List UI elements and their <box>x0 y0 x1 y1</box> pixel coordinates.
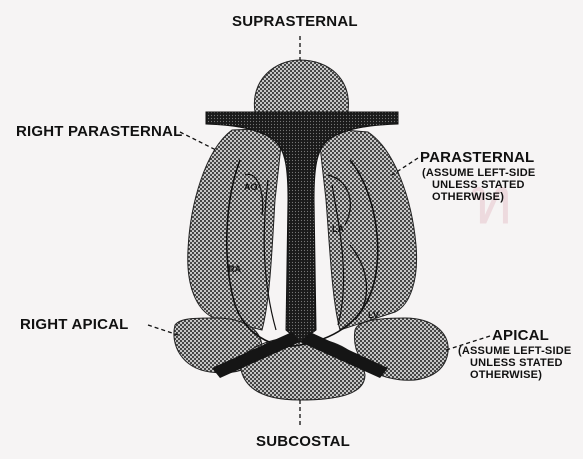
apical-note: (ASSUME LEFT-SIDE UNLESS STATED OTHERWIS… <box>458 345 571 381</box>
label-parasternal: PARASTERNAL <box>420 150 534 165</box>
parasternal-note: (ASSUME LEFT-SIDE UNLESS STATED OTHERWIS… <box>422 167 535 203</box>
suprasternal-region <box>254 60 348 112</box>
subcostal-region <box>240 337 365 400</box>
parasternal-note-line: UNLESS STATED <box>422 179 535 191</box>
label-right-apical: RIGHT APICAL <box>20 317 129 332</box>
label-right-parasternal: RIGHT PARASTERNAL <box>16 124 182 139</box>
label-suprasternal: SUPRASTERNAL <box>232 14 358 29</box>
apical-note-line: OTHERWISE) <box>458 369 571 381</box>
parasternal-note-line: OTHERWISE) <box>422 191 535 203</box>
chamber-label-lv: LV <box>368 310 379 320</box>
chamber-label-ao: AO <box>244 182 258 192</box>
chamber-label-ra: RA <box>228 264 241 274</box>
chamber-label-la: LA <box>332 224 344 234</box>
label-subcostal: SUBCOSTAL <box>256 434 350 449</box>
apical-note-line: UNLESS STATED <box>458 357 571 369</box>
apical-note-line: (ASSUME LEFT-SIDE <box>458 345 571 357</box>
parasternal-note-line: (ASSUME LEFT-SIDE <box>422 167 535 179</box>
label-apical: APICAL <box>492 328 549 343</box>
leader-right-parasternal <box>180 132 216 150</box>
